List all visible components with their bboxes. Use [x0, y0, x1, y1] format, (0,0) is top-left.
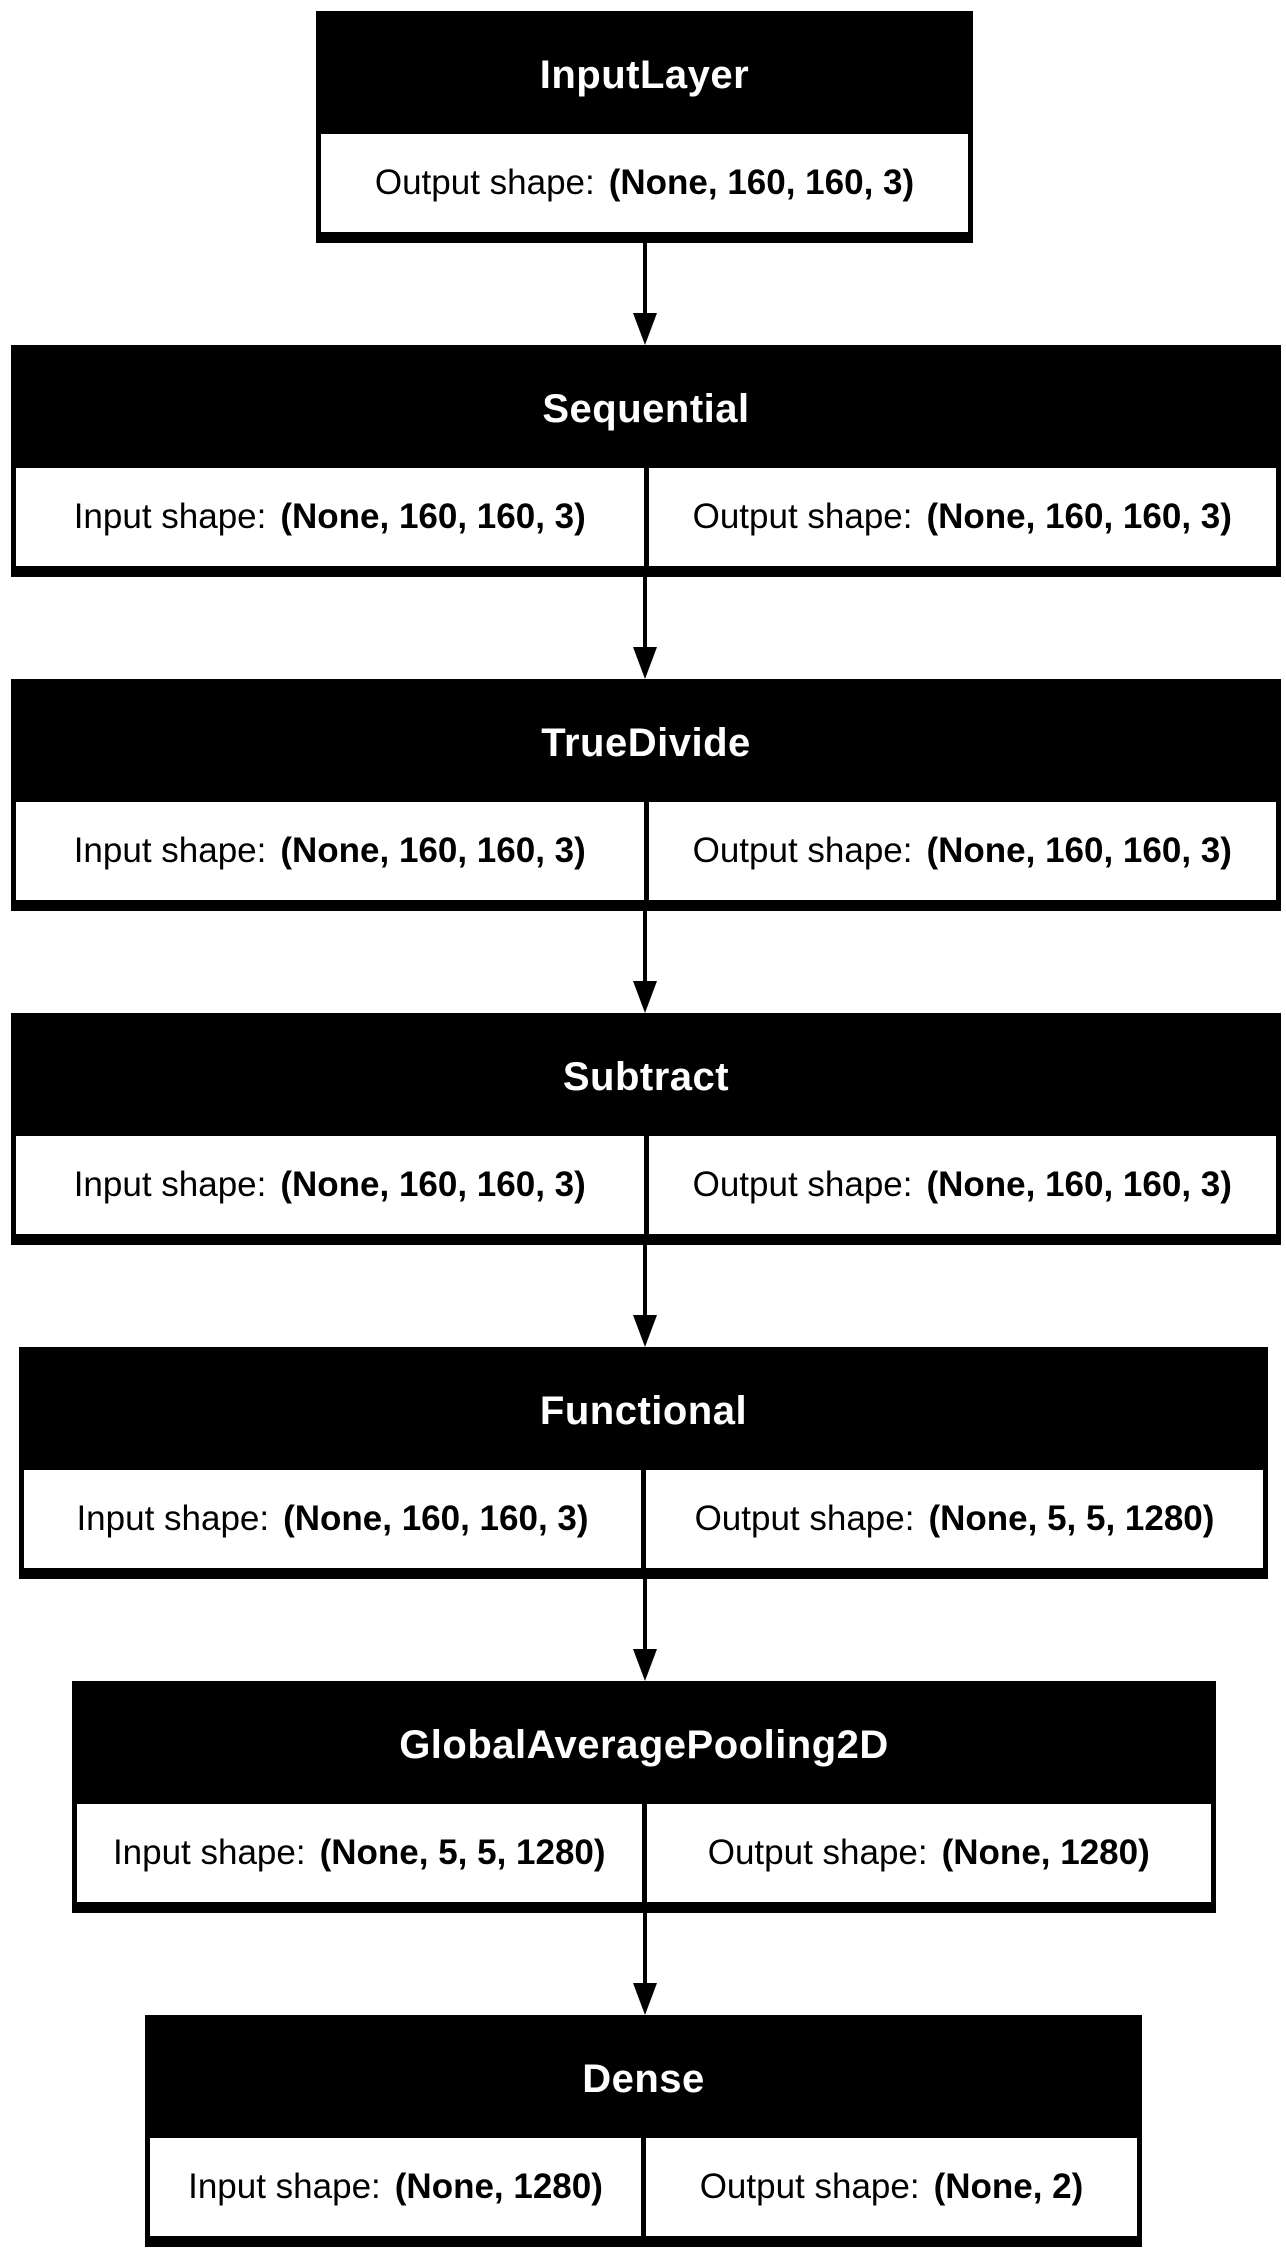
layer-title: Subtract: [562, 1054, 730, 1099]
input-shape-label: Input shape:: [76, 1499, 270, 1538]
edge-arrow: [633, 1913, 657, 2015]
input-shape-cell: Input shape: (None, 160, 160, 3): [16, 1136, 644, 1234]
input-shape-value: (None, 1280): [394, 2167, 603, 2206]
input-shape-cell: Input shape: (None, 160, 160, 3): [24, 1470, 641, 1568]
layer-node-sequential: Sequential Input shape: (None, 160, 160,…: [11, 345, 1281, 577]
layer-node-globalaveragepooling2d: GlobalAveragePooling2D Input shape: (Non…: [72, 1681, 1216, 1913]
output-shape-value: (None, 2): [933, 2167, 1084, 2206]
input-shape-value: (None, 160, 160, 3): [280, 1165, 586, 1204]
layer-shapes: Output shape: (None, 160, 160, 3): [321, 134, 968, 232]
layer-title: InputLayer: [539, 52, 750, 97]
layer-shapes: Input shape: (None, 160, 160, 3) Output …: [24, 1470, 1263, 1568]
edge-arrow: [633, 243, 657, 345]
layer-node-subtract: Subtract Input shape: (None, 160, 160, 3…: [11, 1013, 1281, 1245]
output-shape-cell: Output shape: (None, 1280): [646, 1804, 1211, 1902]
input-shape-label: Input shape:: [188, 2167, 381, 2206]
output-shape-label: Output shape:: [707, 1833, 928, 1872]
input-shape-cell: Input shape: (None, 5, 5, 1280): [77, 1804, 642, 1902]
output-shape-cell: Output shape: (None, 160, 160, 3): [648, 468, 1276, 566]
output-shape-cell: Output shape: (None, 160, 160, 3): [648, 1136, 1276, 1234]
layer-node-dense: Dense Input shape: (None, 1280) Output s…: [145, 2015, 1142, 2247]
input-shape-label: Input shape:: [73, 831, 267, 870]
layer-shapes: Input shape: (None, 160, 160, 3) Output …: [16, 1136, 1276, 1234]
output-shape-label: Output shape:: [694, 1499, 915, 1538]
edge-arrow: [633, 1579, 657, 1681]
output-shape-value: (None, 160, 160, 3): [608, 163, 915, 202]
output-shape-value: (None, 1280): [941, 1833, 1150, 1872]
layer-title: TrueDivide: [541, 720, 751, 765]
edge-arrow: [633, 1245, 657, 1347]
layer-title: Dense: [582, 2056, 705, 2101]
output-shape-label: Output shape:: [699, 2167, 920, 2206]
output-shape-cell: Output shape: (None, 160, 160, 3): [321, 134, 968, 232]
input-shape-label: Input shape:: [112, 1833, 306, 1872]
input-shape-value: (None, 5, 5, 1280): [319, 1833, 606, 1872]
layer-title: GlobalAveragePooling2D: [399, 1722, 889, 1767]
layer-title: Sequential: [542, 386, 750, 431]
output-shape-label: Output shape:: [692, 497, 913, 536]
input-shape-label: Input shape:: [73, 497, 267, 536]
input-shape-label: Input shape:: [73, 1165, 267, 1204]
input-shape-cell: Input shape: (None, 160, 160, 3): [16, 802, 644, 900]
layer-shapes: Input shape: (None, 160, 160, 3) Output …: [16, 802, 1276, 900]
output-shape-label: Output shape:: [692, 1165, 913, 1204]
input-shape-cell: Input shape: (None, 160, 160, 3): [16, 468, 644, 566]
output-shape-value: (None, 160, 160, 3): [926, 497, 1232, 536]
edge-arrow: [633, 577, 657, 679]
layer-node-functional: Functional Input shape: (None, 160, 160,…: [19, 1347, 1268, 1579]
input-shape-value: (None, 160, 160, 3): [283, 1499, 589, 1538]
output-shape-label: Output shape:: [692, 831, 913, 870]
input-shape-cell: Input shape: (None, 1280): [150, 2138, 641, 2236]
output-shape-cell: Output shape: (None, 160, 160, 3): [648, 802, 1276, 900]
layer-node-truedivide: TrueDivide Input shape: (None, 160, 160,…: [11, 679, 1281, 911]
input-shape-value: (None, 160, 160, 3): [280, 831, 586, 870]
output-shape-value: (None, 160, 160, 3): [926, 1165, 1232, 1204]
output-shape-value: (None, 5, 5, 1280): [928, 1499, 1215, 1538]
edge-arrow: [633, 911, 657, 1013]
layer-shapes: Input shape: (None, 1280) Output shape: …: [150, 2138, 1137, 2236]
layer-shapes: Input shape: (None, 5, 5, 1280) Output s…: [77, 1804, 1211, 1902]
input-shape-value: (None, 160, 160, 3): [280, 497, 586, 536]
output-shape-value: (None, 160, 160, 3): [926, 831, 1232, 870]
layer-shapes: Input shape: (None, 160, 160, 3) Output …: [16, 468, 1276, 566]
output-shape-label: Output shape:: [374, 163, 595, 202]
layer-title: Functional: [539, 1388, 748, 1433]
output-shape-cell: Output shape: (None, 2): [646, 2138, 1137, 2236]
layer-node-inputlayer: InputLayer Output shape: (None, 160, 160…: [316, 11, 973, 243]
output-shape-cell: Output shape: (None, 5, 5, 1280): [646, 1470, 1263, 1568]
